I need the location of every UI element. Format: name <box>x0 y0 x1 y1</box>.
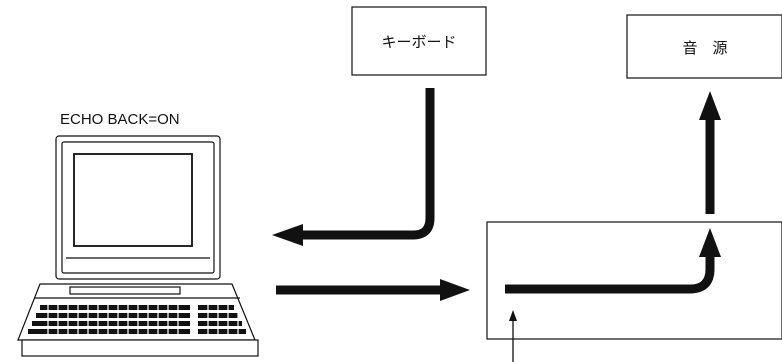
device-box <box>486 221 782 340</box>
keyboard-label: キーボード <box>381 33 456 51</box>
device-to-sound-source-arrow <box>699 91 721 214</box>
pointer-line <box>509 310 517 362</box>
device-internal-arrow <box>505 228 721 294</box>
keyboard-to-computer-arrow <box>272 88 435 246</box>
sound-source-box: 音 源 <box>626 14 782 79</box>
echo-back-caption: ECHO BACK=ON <box>60 111 180 128</box>
sound-source-label: 音 源 <box>682 39 727 57</box>
keyboard-box: キーボード <box>351 6 487 76</box>
computer-to-device-arrow <box>276 279 470 301</box>
computer-icon <box>17 135 259 357</box>
